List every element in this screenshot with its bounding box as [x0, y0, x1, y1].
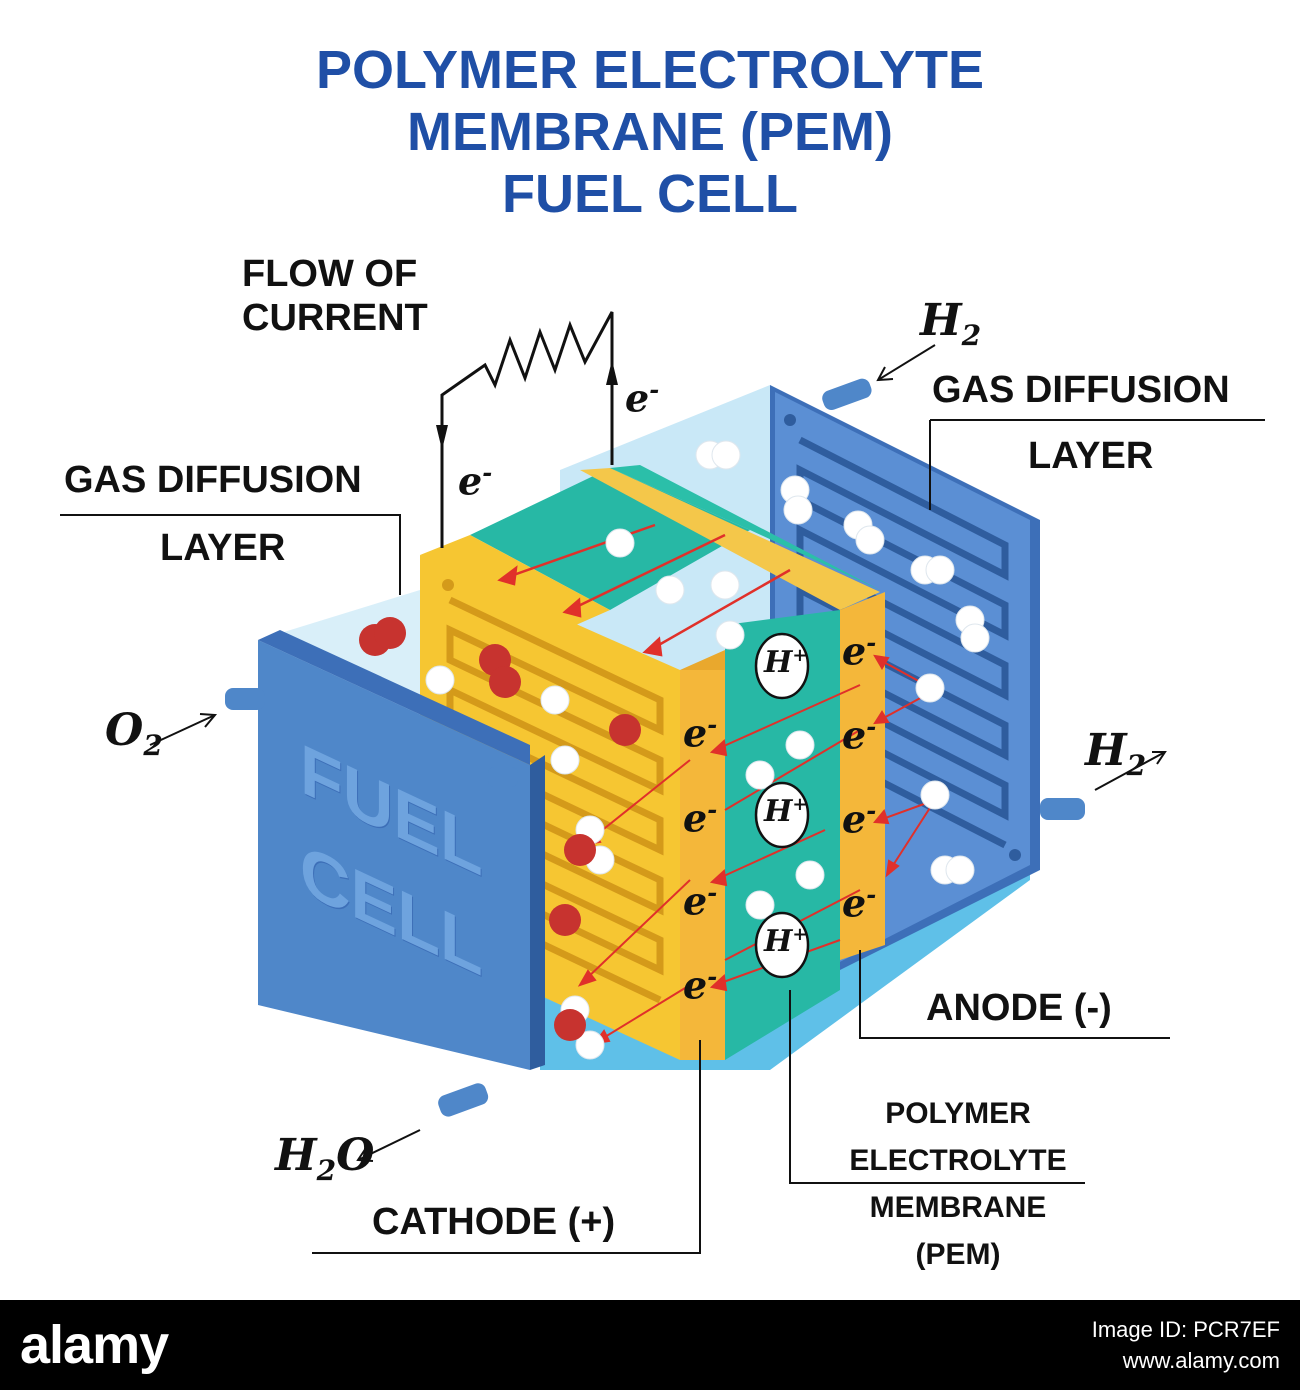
h2-inlet-label: H2 [920, 295, 982, 352]
pipe-stub [488, 767, 518, 787]
o2-inlet-label: O2 [105, 705, 163, 762]
h2-outlet-label: H2 [1085, 725, 1147, 782]
electron-label: e- [458, 458, 493, 504]
gas-diffusion-left-label-2: LAYER [160, 527, 286, 569]
oxygen-molecules [359, 617, 641, 1041]
diagram-title-line-1: POLYMER ELECTROLYTE [315, 40, 985, 100]
proton-label: H+ [764, 924, 808, 959]
alamy-logo: alamy [20, 1315, 169, 1375]
gas-flow-arrows [149, 344, 1167, 1162]
fuel-cell-diagram [60, 311, 1265, 1254]
gas-diffusion-left-label-1: GAS DIFFUSION [64, 459, 362, 501]
current-arrow-up [606, 360, 618, 385]
flow-of-current-label-2: CURRENT [242, 297, 428, 339]
proton-label: H+ [764, 645, 808, 680]
proton-label: H+ [764, 794, 808, 829]
pem-label-4: (PEM) [915, 1238, 1001, 1271]
h2-inlet-pipe [822, 378, 872, 411]
h2o-outlet-label: H2O [275, 1130, 375, 1187]
image-id: Image ID: PCR7EF [1091, 1317, 1280, 1342]
anode-top-face [580, 468, 880, 610]
electron-label: e- [842, 880, 877, 926]
electron-label: e- [625, 375, 660, 421]
cathode-front-face [680, 670, 725, 1060]
cathode-end-plate [258, 590, 545, 1070]
gas-diffusion-right-label-2: LAYER [1028, 435, 1154, 477]
pem-label-2: ELECTROLYTE [849, 1144, 1067, 1177]
flow-of-current-label-1: FLOW OF [242, 253, 418, 295]
site-url: www.alamy.com [1122, 1348, 1280, 1373]
image-credit: Image ID: PCR7EF www.alamy.com [1092, 1314, 1280, 1376]
pem-label-3: MEMBRANE [869, 1191, 1047, 1224]
diagram-title-line-2: MEMBRANE (PEM) [407, 102, 893, 162]
gas-diffusion-right-label-1: GAS DIFFUSION [932, 369, 1230, 411]
leader-lines [60, 419, 1265, 1254]
electron-label: e- [683, 878, 718, 924]
diagram-title-line-3: FUEL CELL [502, 164, 798, 224]
o2-inlet-pipe [225, 688, 265, 710]
external-circuit [440, 311, 614, 548]
electron-label: e- [683, 710, 718, 756]
current-arrow-down [436, 425, 448, 450]
electron-label: e- [842, 712, 877, 758]
h2-outlet-pipe [1040, 798, 1085, 820]
electron-label: e- [683, 795, 718, 841]
cathode-label: CATHODE (+) [372, 1201, 616, 1243]
proton-ovals [754, 632, 810, 979]
anode-front-face [840, 592, 885, 960]
stock-footer-banner: alamy Image ID: PCR7EF www.alamy.com [0, 1300, 1300, 1390]
pem-label-1: POLYMER [885, 1097, 1031, 1130]
electron-label: e- [842, 796, 877, 842]
electron-label: e- [683, 962, 718, 1008]
h2o-outlet-pipe [438, 1083, 489, 1117]
electron-label: e- [842, 628, 877, 674]
anode-label: ANODE (-) [926, 987, 1112, 1029]
